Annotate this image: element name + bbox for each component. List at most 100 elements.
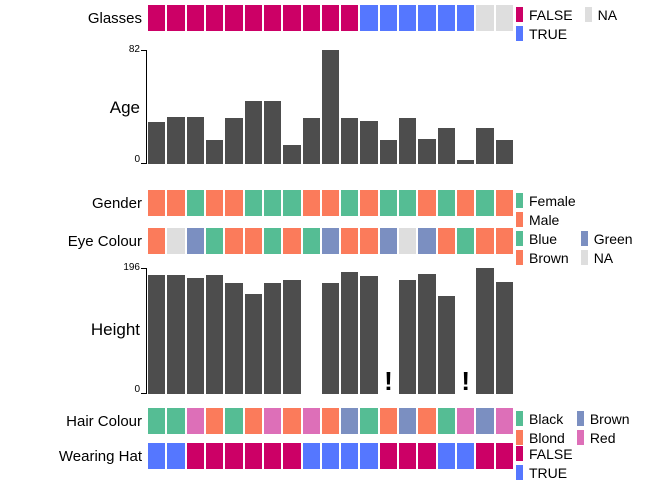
legend-item: Female [516,191,576,210]
legend-item: Black [516,409,565,428]
tile [341,443,359,469]
bar [186,116,204,164]
legend-item: TRUE [516,463,573,482]
tile [263,408,282,434]
bar-slot [302,50,320,164]
bar [302,118,320,164]
tile [418,5,436,31]
eye-colour-tile-strip [148,228,513,254]
bar-slot [148,50,166,164]
bar-slot [476,50,494,164]
tile [495,190,513,216]
bar [244,293,262,394]
bar [399,279,417,394]
tile [263,443,282,469]
tile [341,5,359,31]
bar [283,144,301,164]
tile [399,190,417,216]
tile [148,228,166,254]
hair-colour-row-label: Hair Colour [66,412,142,430]
legend-label: Male [529,211,560,228]
bar [341,118,359,164]
legend-item: FALSE [516,444,573,463]
height-tick-label-max: 196 [123,262,140,273]
tile [399,443,417,469]
legend-label: Blond [529,429,565,446]
height-chart: Height 196 0 !! [0,262,672,402]
bar-slot [495,268,513,394]
tile [167,408,185,434]
bar [321,282,340,394]
legend-swatch [580,250,588,265]
legend-item: Green [580,229,633,248]
tile [418,443,436,469]
bar [437,127,455,164]
tile [399,228,417,254]
bar [263,283,282,394]
tile [205,190,224,216]
legend-swatch [516,7,523,22]
tile [186,5,204,31]
bar-slot [360,268,378,394]
tile [476,190,494,216]
tile [148,5,166,31]
tile [437,443,455,469]
tile [379,408,398,434]
tile [457,228,475,254]
wearing-hat-tile-strip [148,443,513,469]
bar-slot [283,268,301,394]
legend-label: Red [589,429,616,446]
tile [379,190,398,216]
bar-slot: ! [380,268,397,394]
bar-slot [418,268,436,394]
bar [244,101,262,164]
tile [437,5,455,31]
legend-label: NA [597,6,618,23]
bar-slot [341,268,359,394]
bar [437,296,455,394]
legend-swatch [516,231,523,246]
tile [360,5,378,31]
legend-label: Brown [529,249,569,266]
wearing-hat-row-label: Wearing Hat [58,447,142,465]
tile [457,408,475,434]
glasses-tile-strip [148,5,513,31]
tile [225,5,243,31]
tile [341,408,359,434]
legend-swatch [516,465,523,480]
tile [321,5,340,31]
bar-slot [205,268,224,394]
bar-slot: ! [457,268,474,394]
legend-label: Green [593,230,633,247]
tile [283,190,301,216]
missing-value-marker: ! [461,366,470,396]
bar-slot [225,50,243,164]
legend-item: NA [580,248,633,267]
bar [399,118,417,164]
tile [302,5,320,31]
bar [186,278,204,394]
bar [148,275,166,394]
bar-slot [418,50,436,164]
tile [167,443,185,469]
tile [321,190,340,216]
bar-slot [263,268,282,394]
tile [225,408,243,434]
tile [167,5,185,31]
bar-slot [283,50,301,164]
legend-item: Blond [516,428,565,447]
age-axis-line [146,50,147,164]
eye-colour-row-label: Eye Colour [67,232,142,250]
bar [205,275,224,394]
tile [225,443,243,469]
bar [341,271,359,394]
tile [321,443,340,469]
tile [476,443,494,469]
tile [495,5,513,31]
eye-colour-row: Eye Colour [0,228,513,254]
age-tick-max [141,50,146,51]
bar-slot [379,50,398,164]
tile [476,5,494,31]
tile [244,228,262,254]
